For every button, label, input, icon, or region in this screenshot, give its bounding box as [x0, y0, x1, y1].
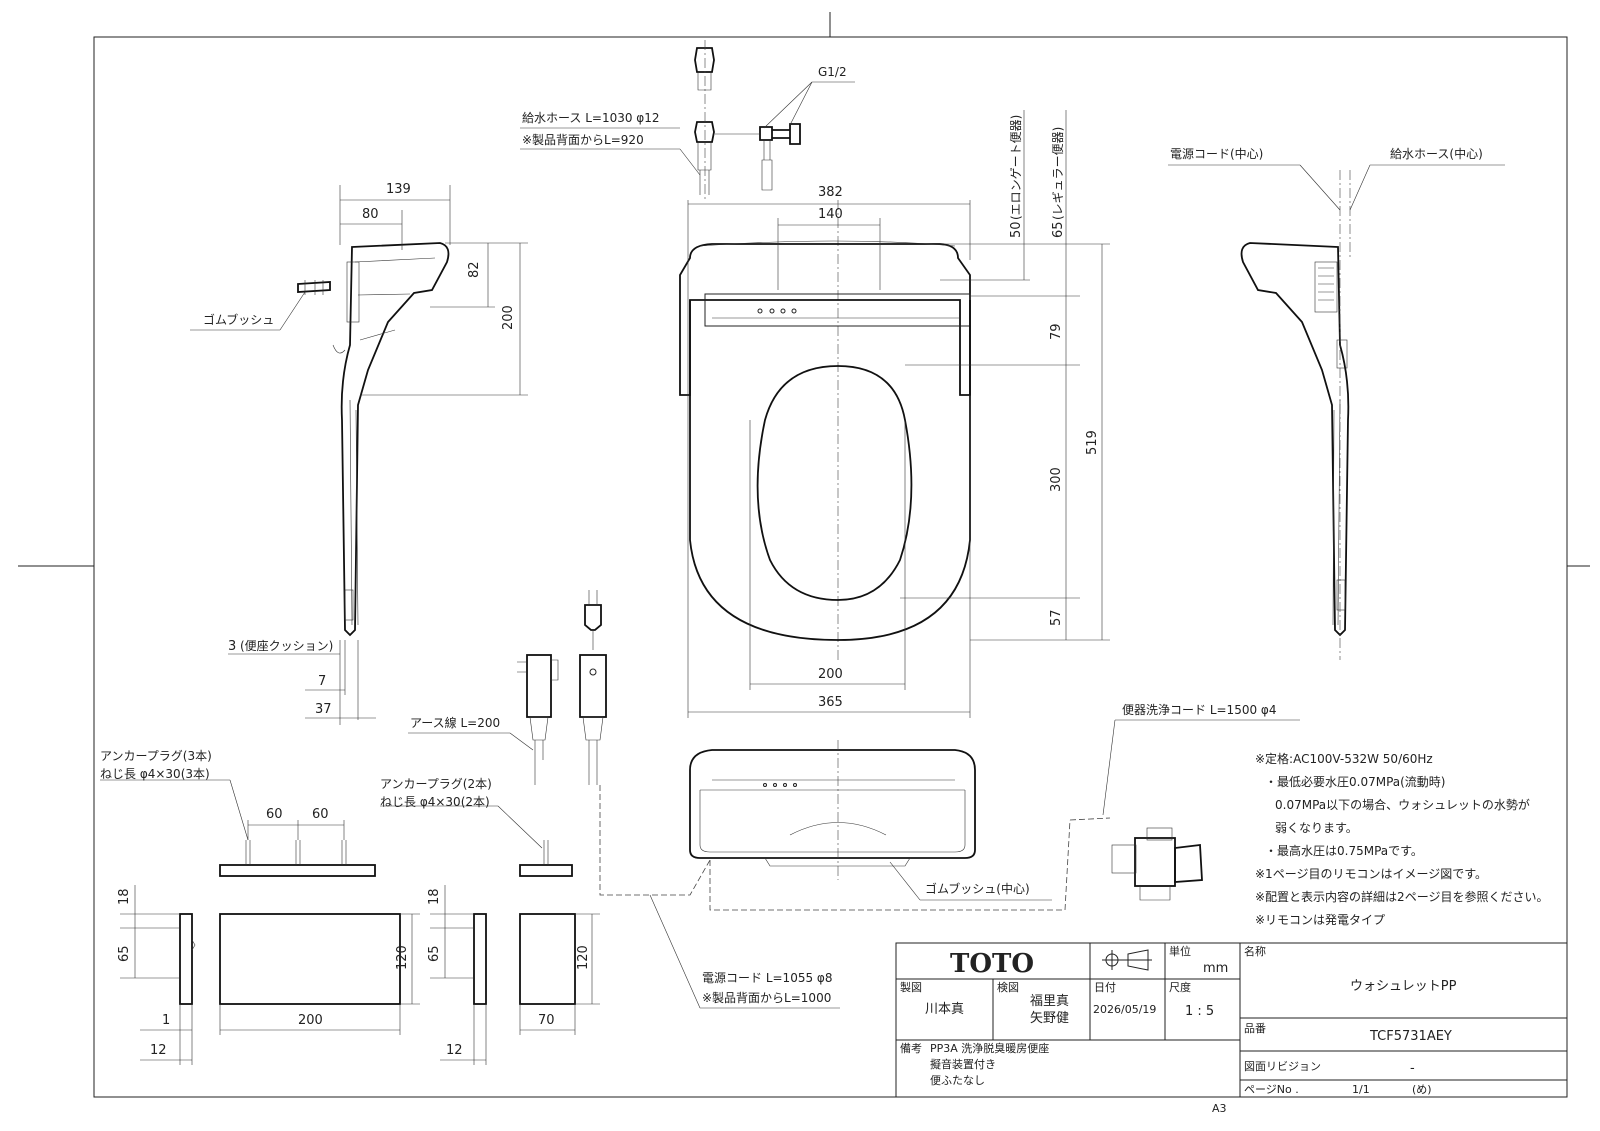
dim-365: 365 [818, 695, 843, 710]
name-label: 名称 [1244, 944, 1266, 958]
label-power-cord-note: ※製品背面からL=1000 [702, 991, 831, 1005]
projection-symbol [1102, 949, 1152, 971]
scale-value: 1 : 5 [1185, 1004, 1214, 1019]
label-hose-center: 給水ホース(中心) [1390, 146, 1483, 161]
remote-plate-left: 18 65 120 200 1 12 [117, 885, 420, 1065]
label-regular: (レギュラー便器) [1051, 127, 1065, 220]
label-gom-bush: ゴムブッシュ [203, 312, 274, 327]
note-line-7: ※配置と表示内容の詳細は2ページ目を参照ください。 [1255, 889, 1548, 904]
label-cushion: (便座クッション) [240, 638, 333, 653]
dim-50: 50 [1009, 221, 1024, 238]
label-cord-center: 電源コード(中心) [1170, 146, 1263, 161]
dim-p2-70: 70 [538, 1013, 555, 1028]
label-anchor2-2: ねじ長 φ4×30(2本) [380, 795, 490, 809]
spec-notes: ※定格:AC100V-532W 50/60Hz ・最低必要水圧0.07MPa(流… [1255, 751, 1548, 927]
power-cord-callout: 電源コード L=1055 φ8 ※製品背面からL=1000 [649, 894, 840, 1009]
drawn-label: 製図 [900, 980, 922, 994]
remarks-line-2: 擬音装置付き [930, 1057, 996, 1071]
title-block: TOTO 単位 mm 製図 川本真 検図 福里真 矢野健 日付 2026/05/… [895, 942, 1568, 1115]
revision-value: - [1410, 1061, 1415, 1076]
front-view: ゴムブッシュ(中心) [689, 740, 1111, 911]
dim-p1-12: 12 [150, 1043, 167, 1058]
note-line-1: ※定格:AC100V-532W 50/60Hz [1255, 751, 1433, 766]
right-side-view: 電源コード(中心) 給水ホース(中心) [1168, 146, 1505, 660]
dim-82: 82 [467, 261, 482, 278]
dim-p1-200: 200 [298, 1013, 323, 1028]
date-label: 日付 [1094, 981, 1116, 994]
scale-label: 尺度 [1169, 980, 1191, 994]
unit-label: 単位 [1169, 944, 1191, 958]
revision-label: 図面リビジョン [1244, 1060, 1321, 1073]
dim-p2-65: 65 [427, 945, 442, 962]
plugs: アース線 L=200 [408, 590, 711, 896]
dim-p2-18: 18 [427, 888, 442, 905]
label-flush-cord: 便器洗浄コード L=1500 φ4 [1122, 703, 1276, 717]
dim-p1-1: 1 [162, 1013, 170, 1028]
drawn-value: 川本真 [925, 1002, 964, 1017]
dim-3: 3 [228, 639, 236, 654]
label-anchor2-1: アンカープラグ(2本) [380, 777, 492, 791]
flush-unit: 便器洗浄コード L=1500 φ4 [1102, 703, 1300, 901]
dim-60a: 60 [266, 807, 283, 822]
label-gom-center: ゴムブッシュ(中心) [925, 881, 1030, 896]
dim-60b: 60 [312, 807, 329, 822]
dim-p2-12: 12 [446, 1043, 463, 1058]
page-mark: (め) [1412, 1083, 1432, 1096]
top-view: 382 140 200 365 給水ホース L=1030 φ12 ※製品背面から… [520, 40, 971, 718]
toto-logo: TOTO [950, 949, 1034, 979]
top-view-vertical-dimensions: 50 (エロンゲート便器) 65 (レギュラー便器) 79 300 519 57 [900, 110, 1110, 641]
label-hose: 給水ホース L=1030 φ12 [522, 111, 660, 125]
anchor-plugs: 60 60 アンカープラグ(3本) ねじ長 φ4×30(3本) アンカープラグ(… [100, 749, 573, 877]
checked-label: 検図 [997, 980, 1019, 994]
dim-382: 382 [818, 185, 843, 200]
dim-140: 140 [818, 207, 843, 222]
dim-p2-120: 120 [576, 945, 591, 970]
product-name: ウォシュレットPP [1350, 979, 1457, 994]
date-value: 2026/05/19 [1093, 1003, 1156, 1016]
dim-200-side: 200 [501, 305, 516, 330]
label-power-cord: 電源コード L=1055 φ8 [702, 971, 832, 985]
part-label: 品番 [1244, 1022, 1266, 1035]
dim-37: 37 [315, 702, 332, 717]
unit-value: mm [1203, 961, 1228, 976]
page-label: ページNo . [1244, 1083, 1299, 1096]
sheet-size: A3 [1212, 1102, 1227, 1115]
checked-value-2: 矢野健 [1030, 1011, 1069, 1026]
label-anchor3-2: ねじ長 φ4×30(3本) [100, 767, 210, 781]
dim-p1-120: 120 [395, 945, 410, 970]
dim-300: 300 [1049, 467, 1064, 492]
page-value: 1/1 [1352, 1083, 1370, 1096]
label-hose-note: ※製品背面からL=920 [522, 133, 644, 147]
dim-65-regular: 65 [1051, 221, 1066, 238]
label-g12: G1/2 [818, 65, 847, 79]
dim-79: 79 [1049, 323, 1064, 340]
note-line-5: ・最高水圧は0.75MPaです。 [1265, 843, 1423, 858]
note-line-6: ※1ページ目のリモコンはイメージ図です。 [1255, 867, 1487, 881]
dim-57: 57 [1049, 609, 1064, 626]
left-side-view [297, 242, 450, 637]
remarks-line-1: PP3A 洗浄脱臭暖房便座 [930, 1041, 1049, 1055]
dim-p1-65: 65 [117, 945, 132, 962]
remarks-line-3: 便ふたなし [930, 1074, 985, 1087]
dim-80: 80 [362, 207, 379, 222]
note-line-8: ※リモコンは発電タイプ [1255, 913, 1385, 927]
part-number: TCF5731AEY [1369, 1029, 1452, 1044]
label-elongate: (エロンゲート便器) [1009, 115, 1023, 220]
label-earth: アース線 L=200 [410, 715, 500, 730]
dim-7: 7 [318, 674, 326, 689]
dim-200-bottom: 200 [818, 667, 843, 682]
left-side-dimensions: 139 80 82 200 3 (便座クッション) 7 37 ゴムブッシュ [190, 182, 528, 725]
dim-139: 139 [386, 182, 411, 197]
remote-plate-right: 18 65 120 70 12 [427, 885, 600, 1065]
note-line-2: ・最低必要水圧0.07MPa(流動時) [1265, 775, 1446, 789]
note-line-4: 弱くなります。 [1275, 821, 1358, 835]
dim-p1-18: 18 [117, 888, 132, 905]
checked-value-1: 福里真 [1030, 994, 1069, 1009]
dim-519: 519 [1085, 430, 1100, 455]
label-anchor3-1: アンカープラグ(3本) [100, 749, 212, 763]
remarks-label: 備考 [900, 1042, 922, 1055]
note-line-3: 0.07MPa以下の場合、ウォシュレットの水勢が [1275, 797, 1530, 812]
